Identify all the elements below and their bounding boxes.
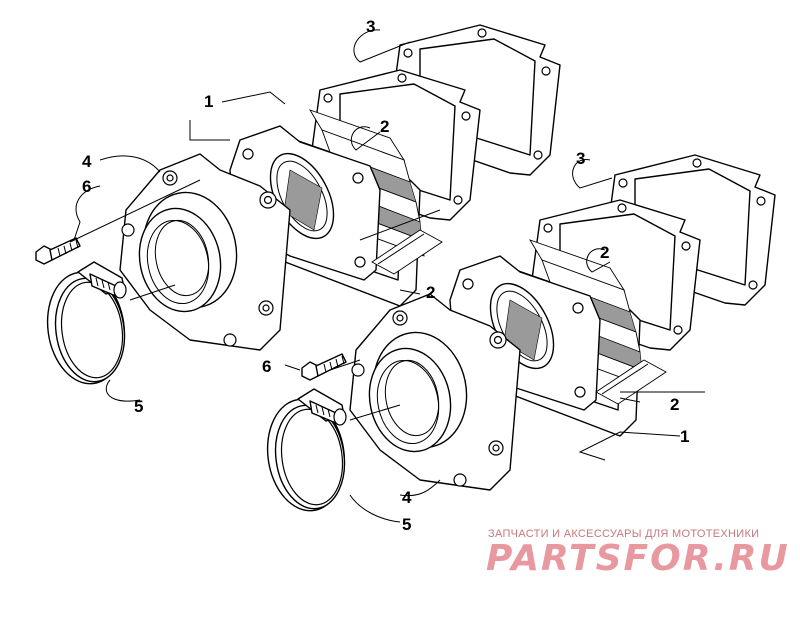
axis-line-right: [329, 359, 401, 421]
callout-4-right: 4: [402, 488, 412, 507]
leader-lines: [73, 29, 705, 523]
hose-clamp-left: [39, 261, 133, 390]
callout-5-right: 5: [402, 515, 411, 534]
callout-6-left: 6: [82, 177, 91, 196]
watermark-subtitle: ЗАПЧАСТИ И АКСЕССУАРЫ ДЛЯ МОТОТЕХНИКИ: [488, 528, 760, 540]
callout-2-left-lower: 2: [426, 283, 435, 302]
callout-1-right: 1: [680, 427, 689, 446]
watermark-logo: PARTSFOR.RU: [486, 538, 790, 579]
callouts-right: 3 2 2 1 6 4 5: [262, 149, 689, 534]
callout-2-right-upper: 2: [600, 243, 609, 262]
callout-3-left: 3: [366, 17, 375, 36]
callout-6-right: 6: [262, 357, 271, 376]
callout-3-right: 3: [576, 149, 585, 168]
axis-line-left: [69, 179, 441, 301]
callouts-left: 3 1 2 2 4 6 5: [82, 17, 435, 416]
callout-2-left-upper: 2: [380, 117, 389, 136]
hose-clamp-right: [259, 388, 353, 517]
callout-5-left: 5: [134, 397, 143, 416]
callout-2-right-lower: 2: [670, 395, 679, 414]
callout-1-left: 1: [204, 92, 213, 111]
callout-4-left: 4: [82, 152, 92, 171]
screw-left: [35, 237, 81, 265]
